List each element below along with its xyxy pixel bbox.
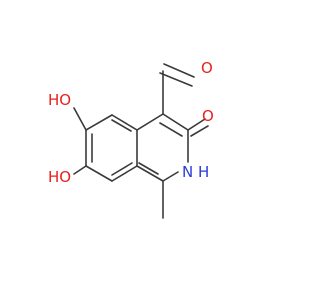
bond-c4-c3 [162, 113, 189, 131]
bond-c7-c8 [85, 165, 113, 182]
bond-lines [73, 63, 209, 219]
atom-hydroxyl-top: HO [48, 91, 71, 109]
bond-c4-c3-inner [159, 122, 183, 137]
bond-c3-o-1 [187, 118, 206, 131]
bond-c6-oh [73, 107, 87, 131]
bond-aldehyde-co-1 [163, 63, 195, 78]
bond-c3-o-2 [190, 125, 209, 137]
bond-n-c1 [162, 171, 179, 182]
atom-nitrogen: N [182, 163, 193, 181]
bond-c5-c6 [85, 114, 113, 131]
atom-ring-oxygen: O [202, 107, 214, 125]
bond-c4a-c5-inner [111, 119, 132, 132]
atom-aldehyde-oxygen: O [201, 59, 213, 77]
molecule-diagram: O O HO HO N H [48, 59, 214, 219]
bond-c1-c8a-inner [138, 162, 159, 175]
bond-c8-c8a [111, 165, 138, 182]
bond-c4a-c4 [136, 113, 164, 131]
bond-c4a-c5 [111, 114, 138, 131]
bond-c1-c8a [136, 165, 164, 182]
atom-nitrogen-hydrogen: H [198, 163, 209, 181]
atom-hydroxyl-bottom: HO [48, 168, 71, 186]
bond-c8-c8a-inner [111, 162, 133, 176]
atom-labels: O O HO HO N H [48, 59, 214, 186]
bond-c7-oh [73, 165, 87, 175]
bond-aldehyde-co-2 [159, 72, 193, 87]
